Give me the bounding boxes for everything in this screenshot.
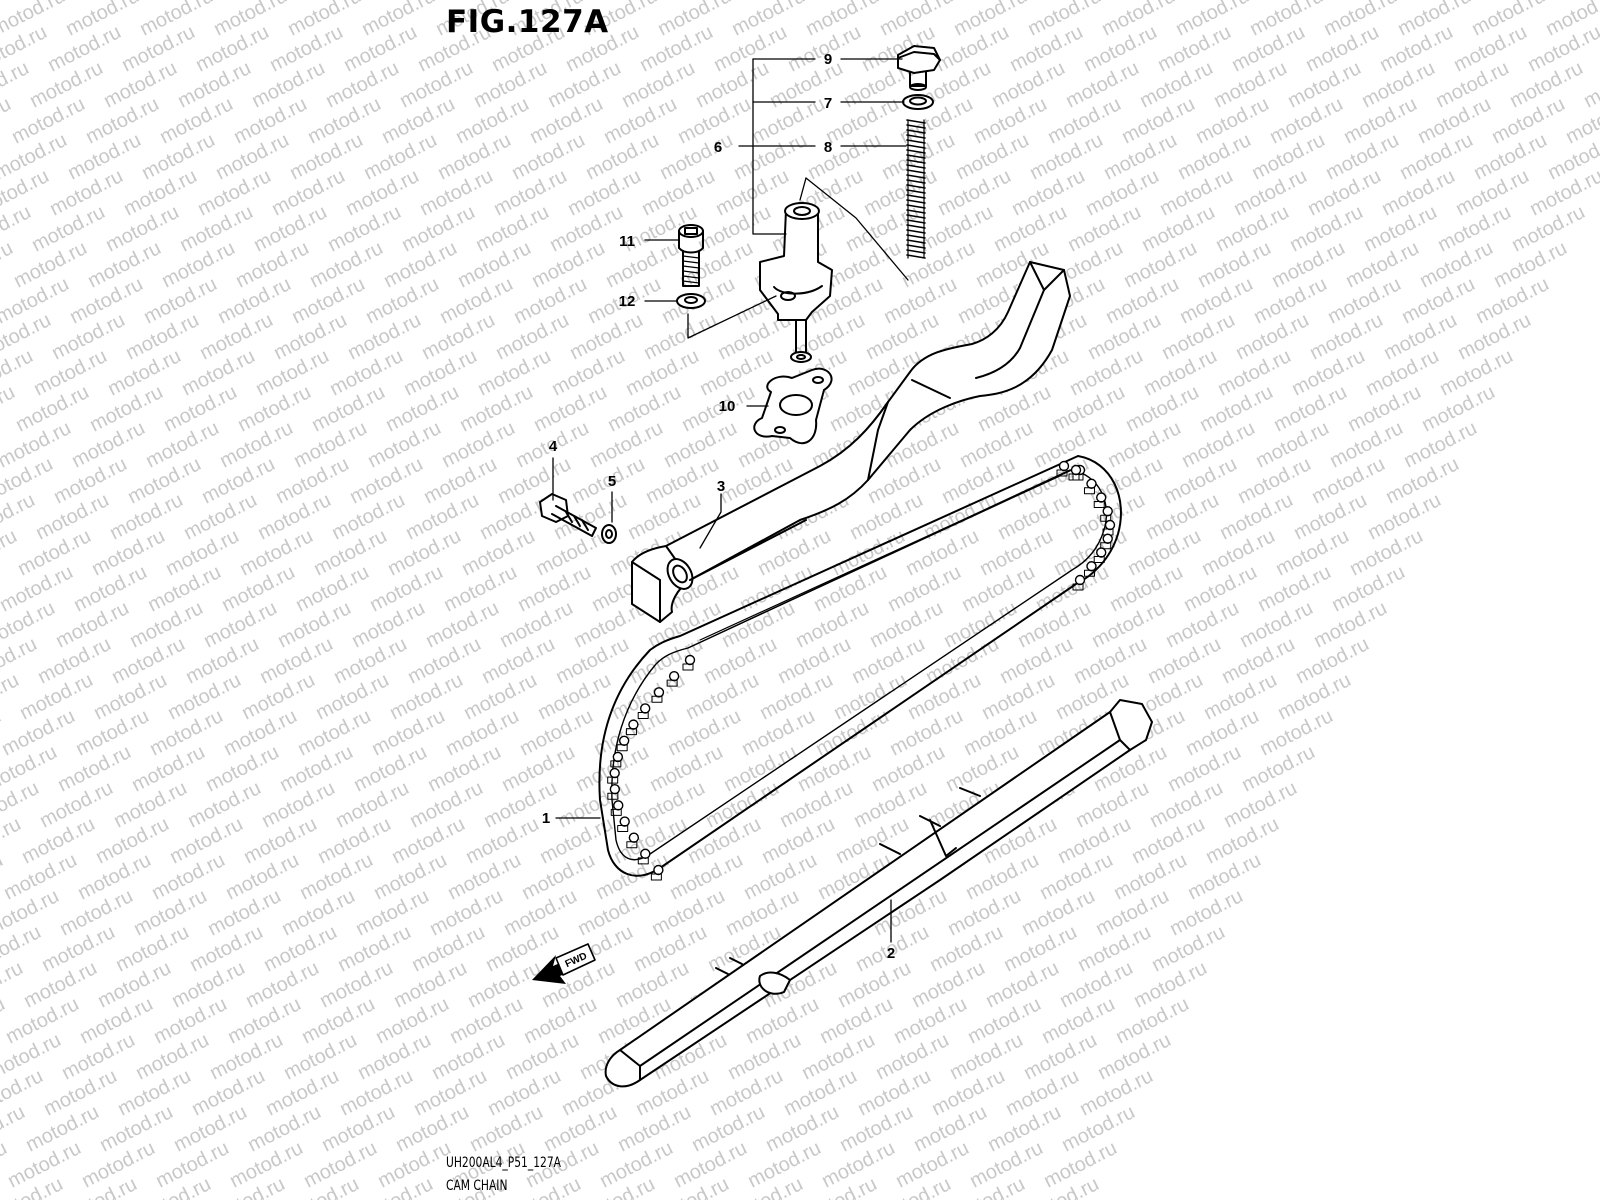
cap-bolt-washer [902, 94, 934, 110]
chain-tensioner-guide [631, 261, 1071, 623]
chain-roller [1102, 533, 1113, 544]
chain-link-plate [650, 873, 662, 881]
chain-roller [1086, 561, 1097, 572]
chain-link-plate [637, 711, 649, 719]
chain-link-plate [1083, 487, 1095, 495]
chain-links-left [607, 654, 696, 881]
callout-6: 6 [714, 139, 722, 156]
bolt-thread-line [682, 255, 700, 259]
bolt-thread-line [682, 260, 700, 264]
chain-roller [1086, 478, 1097, 489]
chain-roller [684, 654, 696, 666]
callout-7: 7 [824, 95, 832, 112]
tensioner-pivot-bolt [539, 493, 597, 537]
chain-roller [1104, 519, 1116, 531]
forward-direction-arrow [532, 943, 596, 984]
callout-3: 3 [717, 478, 725, 495]
chain-link-plate [682, 663, 694, 671]
chain-link-plate [1093, 556, 1105, 563]
cam-chain [598, 455, 1122, 881]
callout-12: 12 [619, 293, 636, 310]
callout-10: 10 [719, 398, 736, 415]
figure-caption: CAM CHAIN [446, 1178, 508, 1194]
chain-roller [1096, 547, 1107, 558]
chain-link-plate [651, 695, 663, 703]
adjuster-spring [906, 119, 926, 259]
chain-roller [628, 719, 639, 730]
callout-labels: 1 2 3 4 5 6 7 8 9 10 11 12 FWD [542, 51, 895, 970]
tensioner-gasket [753, 367, 833, 445]
chain-link-plate [1068, 473, 1080, 481]
chain-link-plate [637, 857, 649, 865]
chain-link-plate [610, 760, 622, 768]
bolt-thread-line [682, 280, 700, 284]
mounting-bolt-washer [676, 293, 706, 309]
drawing-code: UH200AL4_P51_127A [446, 1155, 561, 1171]
callout-2: 2 [887, 945, 895, 962]
chain-link-plate [1093, 501, 1105, 508]
callout-1: 1 [542, 810, 550, 827]
chain-roller [653, 864, 664, 876]
bolt-thread-line [682, 275, 700, 279]
callout-9: 9 [824, 51, 832, 68]
chain-roller [1070, 464, 1082, 476]
chain-link-plate [607, 776, 619, 784]
callout-5: 5 [608, 473, 616, 490]
chain-roller [612, 751, 624, 763]
chain-roller [1058, 460, 1070, 472]
chain-roller [1102, 506, 1113, 517]
figure-title: FIG.127A [446, 4, 609, 40]
chain-link-plate [1072, 583, 1084, 591]
chain-roller [619, 816, 630, 827]
bolt-thread-line [682, 270, 700, 274]
chain-tensioner-adjuster [759, 202, 833, 363]
chain-link-plate [1100, 542, 1112, 550]
pivot-bolt-washer [601, 524, 617, 544]
chain-link-plate [626, 841, 638, 849]
chain-roller [609, 767, 620, 779]
chain-roller [639, 703, 651, 714]
chain-link-plate [1056, 469, 1068, 477]
chain-link-plate [607, 792, 619, 800]
chain-roller [1096, 492, 1107, 503]
chain-links-top [1056, 460, 1082, 481]
callout-4: 4 [549, 438, 558, 455]
chain-roller [609, 784, 621, 795]
chain-roller [628, 832, 640, 843]
chain-link-plate [1100, 514, 1112, 522]
chain-roller [618, 735, 630, 746]
chain-link-plate [1083, 569, 1095, 577]
callout-8: 8 [824, 139, 832, 156]
chain-roller [668, 670, 680, 682]
chain-link-plate [666, 679, 678, 687]
leader-lines [552, 58, 909, 943]
chain-roller [640, 848, 651, 860]
chain-link-plate [616, 744, 628, 752]
adjuster-mounting-bolt [678, 224, 704, 287]
callout-11: 11 [619, 233, 635, 250]
chain-roller [653, 687, 665, 698]
chain-roller [1074, 574, 1086, 586]
chain-guide [604, 699, 1153, 1088]
chain-link-plate [610, 808, 622, 816]
bolt-thread-line [682, 265, 700, 269]
chain-roller [613, 800, 624, 811]
adjuster-cap-bolt [897, 45, 941, 91]
chain-link-plate [617, 825, 629, 833]
chain-link-plate [625, 728, 637, 736]
